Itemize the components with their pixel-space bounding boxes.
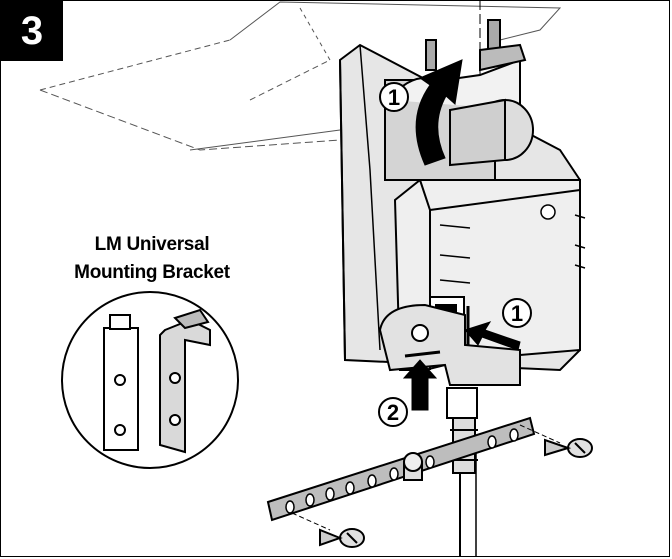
step-number-badge: 3 xyxy=(1,1,63,61)
bracket-caption-line1: LM Universal xyxy=(94,234,210,255)
callout-rotate-label: 1 xyxy=(388,85,400,110)
screw-left xyxy=(319,528,365,548)
mounting-bracket-strip xyxy=(266,416,536,522)
callout-push-up: 2 xyxy=(378,397,408,427)
callout-push-right-label: 1 xyxy=(511,301,523,326)
callout-push-right: 1 xyxy=(502,298,532,328)
background-plane xyxy=(39,1,562,151)
screw-right xyxy=(544,438,593,458)
screw-right-guide xyxy=(519,424,561,444)
push-right-arrow xyxy=(464,321,521,351)
push-up-arrow xyxy=(402,359,438,411)
callout-push-up-label: 2 xyxy=(387,400,399,425)
screw-left-guide xyxy=(291,512,331,531)
callout-rotate: 1 xyxy=(379,82,409,112)
bracket-caption-line2: Mounting Bracket xyxy=(74,262,230,283)
rotation-arrow xyxy=(415,59,463,166)
bracket-detail-inset xyxy=(61,291,239,469)
